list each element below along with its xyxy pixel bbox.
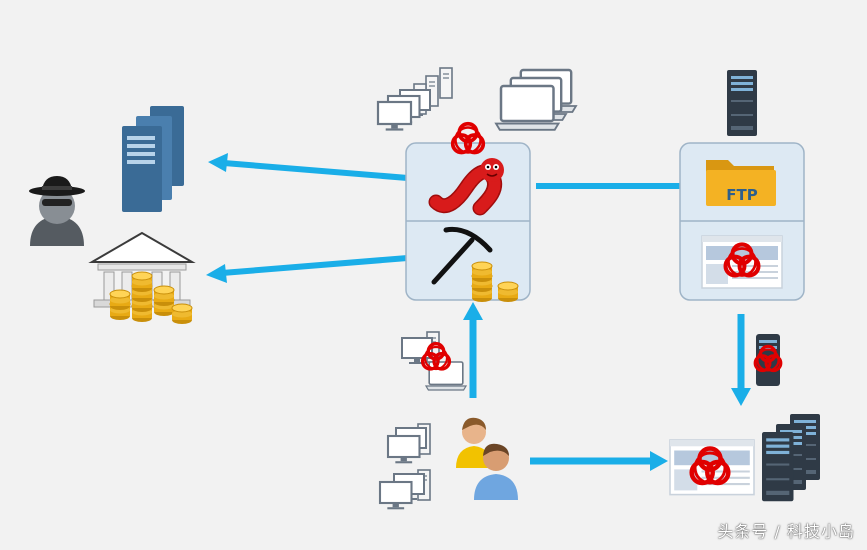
- arrows: [206, 153, 751, 471]
- center-panel: [405, 142, 531, 301]
- users-icon: [456, 417, 518, 500]
- tower-server-icon: [762, 414, 820, 502]
- desktop-computer-icon: [378, 423, 431, 511]
- watermark: 头条号 / 科技小岛: [717, 522, 855, 541]
- desktop-computer-icon: [376, 67, 453, 132]
- arrow-users-servers: [530, 451, 668, 471]
- biohazard-icon: [450, 121, 486, 155]
- arrow-users-mining: [463, 302, 483, 398]
- laptop-icon: [494, 68, 578, 131]
- server-stack-icon: [122, 106, 184, 212]
- hacker-icon: [29, 176, 85, 246]
- arrow-mining-bank: [206, 254, 421, 283]
- arrow-worm-ftp: [536, 177, 700, 195]
- pickaxe-icon: [431, 226, 493, 285]
- ftp-folder-icon: FTP: [706, 160, 776, 206]
- ftp-label: FTP: [726, 186, 757, 204]
- tower-server-icon: [727, 70, 757, 136]
- arrow-servers-worm: [208, 153, 434, 188]
- worm-icon: [428, 158, 504, 216]
- arrow-ftp-servers: [731, 314, 751, 406]
